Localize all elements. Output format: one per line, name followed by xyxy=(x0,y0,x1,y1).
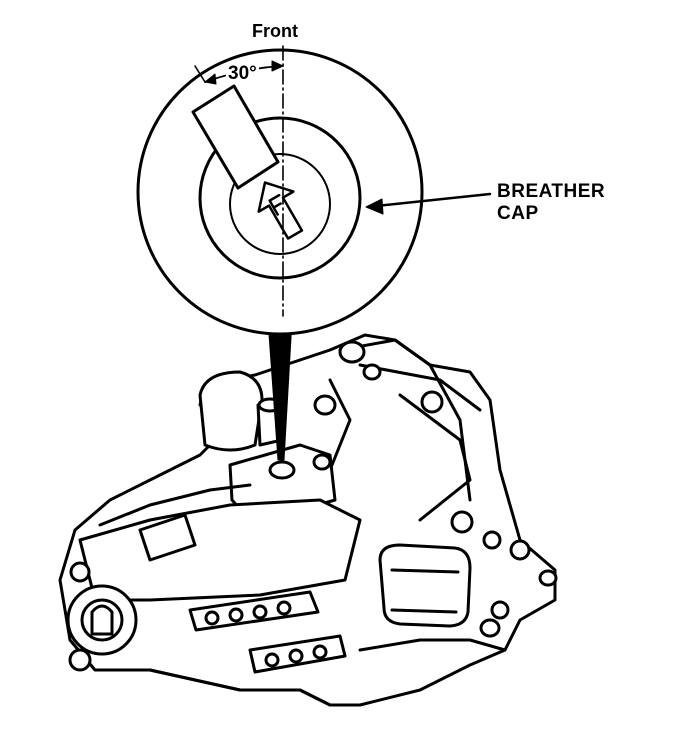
callout-line-2: CAP xyxy=(497,203,539,224)
rib-hole xyxy=(228,607,244,623)
angle-arrowhead-left xyxy=(204,73,217,85)
rib-hole xyxy=(276,600,292,616)
rib-hole xyxy=(288,648,304,664)
bolt-boss xyxy=(490,600,510,620)
housing-ridge-2 xyxy=(358,363,482,412)
bolt-boss xyxy=(362,363,382,381)
differential-cover xyxy=(378,543,472,628)
bottom-pan xyxy=(148,668,332,707)
callout-arrowhead xyxy=(365,198,384,215)
housing-ridge-3 xyxy=(328,378,352,472)
rib-hole xyxy=(264,652,280,668)
bolt-boss xyxy=(338,340,366,364)
rib-hole xyxy=(312,644,328,660)
shaft-edge xyxy=(98,483,252,527)
flange-stud xyxy=(68,648,92,672)
bolt-boss xyxy=(538,569,558,587)
cap-tab xyxy=(191,84,280,190)
transmission-body xyxy=(58,333,558,707)
cap-arrow-icon xyxy=(257,181,304,240)
bolt-boss xyxy=(420,390,444,414)
angle-label: 30° xyxy=(226,63,259,84)
bolt-boss xyxy=(450,510,474,534)
bolt-boss xyxy=(482,530,502,550)
flange-spline xyxy=(90,604,114,636)
end-flange xyxy=(66,584,138,656)
breather-base xyxy=(268,460,296,480)
bottom-edge xyxy=(358,638,507,652)
breather-cap-detail xyxy=(136,45,424,336)
angle-extension-line xyxy=(194,65,206,83)
housing-rib xyxy=(398,393,472,522)
housing-ridge xyxy=(338,338,472,502)
rib-hole xyxy=(252,604,268,620)
callout-line-1: BREATHER xyxy=(497,181,606,202)
callout-leader-line xyxy=(374,192,492,208)
front-label: Front xyxy=(252,21,298,41)
bracket xyxy=(138,513,197,562)
angle-arrowhead-right xyxy=(271,60,284,72)
flange-stud xyxy=(69,561,91,583)
rib-hole xyxy=(204,610,220,626)
flange-inner xyxy=(80,598,124,642)
bolt-boss xyxy=(509,539,531,561)
left-dome xyxy=(198,370,264,452)
bolt-boss xyxy=(313,394,337,416)
mount-bolt xyxy=(312,453,332,471)
bolt-boss xyxy=(479,618,501,638)
cover-detail xyxy=(390,568,460,614)
breather-cap-callout: BREATHER CAP xyxy=(497,182,605,226)
